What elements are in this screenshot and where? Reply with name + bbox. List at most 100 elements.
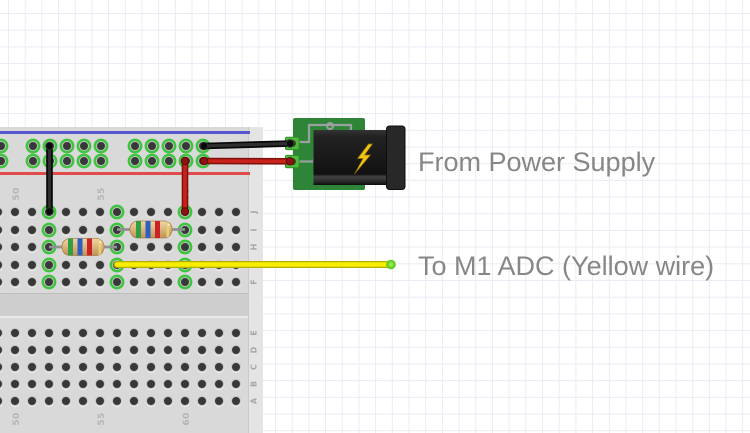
breadboard-hole [163, 207, 173, 217]
label-from-power-supply: From Power Supply [418, 147, 656, 177]
breadboard-hole [214, 396, 224, 406]
breadboard-hole [10, 224, 20, 235]
breadboard-hole [27, 207, 37, 217]
breadboard-hole [10, 207, 20, 217]
breadboard-hole [129, 396, 139, 406]
breadboard-hole [78, 328, 88, 338]
breadboard-hole [78, 207, 88, 217]
breadboard-hole [95, 379, 105, 389]
wire-red-to-jack[interactable] [199, 156, 295, 166]
breadboard-hole [78, 379, 88, 389]
wire-yellow-signal[interactable] [113, 259, 396, 270]
breadboard-hole [146, 396, 156, 406]
breadboard-hole [146, 379, 156, 389]
resistor-1[interactable] [117, 220, 185, 239]
breadboard-hole [180, 396, 190, 406]
pcb-trace-top [297, 123, 353, 144]
breadboard-hole [78, 396, 88, 406]
breadboard-hole [129, 345, 139, 355]
breadboard-hole [197, 362, 207, 372]
breadboard-hole [27, 345, 37, 355]
breadboard-hole [27, 259, 37, 270]
breadboard-hole [231, 362, 241, 372]
breadboard-hole [163, 379, 173, 389]
breadboard-hole [214, 207, 224, 217]
breadboard-hole [163, 328, 173, 338]
breadboard-hole [197, 379, 207, 389]
breadboard-center-channel [0, 293, 248, 318]
breadboard-hole [10, 345, 20, 355]
breadboard-hole [10, 396, 20, 406]
breadboard-hole [44, 345, 54, 355]
breadboard-hole [214, 328, 224, 338]
breadboard-hole [95, 259, 105, 270]
wire-red-jumper[interactable] [180, 156, 190, 216]
breadboard-hole [231, 242, 241, 252]
breadboard-hole [180, 362, 190, 372]
breadboard-hole [27, 277, 37, 287]
breadboard-hole [130, 141, 140, 151]
breadboard-hole [44, 396, 54, 406]
breadboard-hole [10, 242, 20, 252]
breadboard-hole [61, 379, 71, 389]
barrel-jack-body [313, 130, 388, 185]
resistor-bands [136, 221, 170, 238]
breadboard-hole [44, 224, 54, 235]
breadboard-hole [78, 362, 88, 372]
wire-endpoint [199, 141, 209, 151]
breadboard-hole [27, 396, 37, 406]
barrel-jack-breakout[interactable] [285, 118, 406, 190]
breadboard-hole [10, 277, 20, 287]
breadboard-hole [214, 362, 224, 372]
wire-endpoint [180, 207, 190, 216]
breadboard-hole [197, 396, 207, 406]
breadboard-hole [146, 328, 156, 338]
breadboard-hole [112, 207, 122, 217]
breadboard-edge [248, 127, 263, 433]
breadboard-hole [231, 396, 241, 406]
wire-black-jumper[interactable] [45, 141, 54, 216]
breadboard-hole [129, 362, 139, 372]
breadboard-hole [146, 277, 156, 287]
breadboard-hole [61, 396, 71, 406]
breadboard-hole [231, 379, 241, 389]
breadboard-hole [95, 224, 105, 235]
resistor-2[interactable] [49, 238, 117, 256]
wire-black-to-jack[interactable] [199, 139, 295, 151]
barrel-jack-end-cap [386, 125, 406, 190]
breadboard-hole [78, 277, 88, 287]
breadboard-hole [62, 156, 72, 166]
breadboard-hole [214, 277, 224, 287]
breadboard-hole [95, 207, 105, 217]
power-rail-negative-line [0, 131, 250, 134]
breadboard-hole [146, 242, 156, 252]
breadboard-hole [231, 345, 241, 355]
breadboard-hole [27, 242, 37, 252]
breadboard-hole [180, 379, 190, 389]
breadboard-hole [0, 156, 6, 166]
breadboard-hole [0, 141, 6, 151]
breadboard-hole [214, 345, 224, 355]
breadboard-hole [129, 242, 139, 252]
breadboard-hole [79, 141, 89, 151]
breadboard-hole [146, 207, 156, 217]
breadboard-hole [28, 156, 38, 166]
breadboard-hole [180, 242, 190, 252]
breadboard-hole [146, 345, 156, 355]
breadboard-hole [62, 141, 72, 151]
breadboard-hole [163, 345, 173, 355]
breadboard-hole [10, 379, 20, 389]
breadboard-hole [10, 259, 20, 270]
breadboard-hole [96, 156, 106, 166]
breadboard-hole [28, 141, 38, 151]
wire-endpoint [45, 141, 54, 151]
breadboard-hole [130, 156, 140, 166]
wire-endpoint [180, 156, 190, 166]
breadboard-hole [112, 379, 122, 389]
breadboard-hole [180, 345, 190, 355]
breadboard-hole [197, 224, 207, 235]
breadboard-hole [44, 362, 54, 372]
breadboard-hole [27, 362, 37, 372]
breadboard-hole [180, 328, 190, 338]
